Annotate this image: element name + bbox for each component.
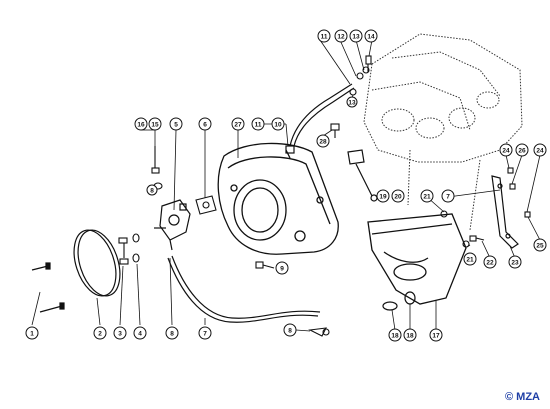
callout-10: 10 (271, 117, 285, 131)
callout-24: 24 (499, 143, 513, 157)
svg-text:11: 11 (255, 122, 262, 129)
top-fittings (349, 55, 372, 96)
callout-17: 17 (429, 328, 443, 342)
callout-14: 14 (364, 29, 378, 43)
callout-1: 1 (25, 326, 39, 340)
callout-8: 8 (165, 326, 179, 340)
svg-text:3: 3 (118, 331, 122, 338)
breather-hose (285, 83, 355, 154)
svg-text:21: 21 (466, 257, 474, 264)
screws-15-16 (151, 146, 163, 190)
svg-text:1: 1 (30, 331, 34, 338)
svg-text:12: 12 (337, 34, 345, 41)
svg-text:7: 7 (203, 331, 207, 338)
svg-text:8: 8 (170, 331, 174, 338)
cover-plate (73, 229, 121, 297)
svg-text:9: 9 (280, 266, 284, 273)
copyright-label: © MZA (505, 391, 540, 403)
callout-8: 8 (146, 184, 158, 196)
callout-13: 13 (346, 96, 358, 108)
small-fasteners-right (440, 167, 531, 248)
callout-4: 4 (133, 326, 147, 340)
svg-text:26: 26 (518, 148, 526, 155)
callout-11: 11 (317, 29, 331, 43)
svg-text:13: 13 (352, 34, 360, 41)
svg-text:22: 22 (486, 260, 494, 267)
side-cover (217, 142, 339, 255)
callout-18: 18 (403, 328, 417, 342)
svg-text:20: 20 (394, 194, 402, 201)
callout-27: 27 (231, 117, 245, 131)
callout-12: 12 (334, 29, 348, 43)
hose-clip (308, 327, 330, 337)
callout-20: 20 (391, 189, 405, 203)
svg-text:25: 25 (536, 243, 544, 250)
svg-text:24: 24 (536, 148, 544, 155)
dipstick (347, 149, 378, 202)
callout-16: 16 (134, 117, 148, 131)
callout-15: 15 (148, 117, 162, 131)
svg-text:11: 11 (321, 34, 328, 41)
oil-pump (154, 199, 191, 251)
callout-21: 21 (420, 189, 434, 203)
svg-text:28: 28 (319, 139, 327, 146)
svg-text:18: 18 (391, 333, 399, 340)
svg-text:2: 2 (98, 331, 102, 338)
callout-25: 25 (533, 238, 547, 252)
svg-text:21: 21 (423, 194, 431, 201)
svg-text:27: 27 (234, 122, 242, 129)
callout-19: 19 (376, 189, 390, 203)
callout-28: 28 (316, 134, 330, 148)
callout-markers: 1 2 3 4 5 6 7 8 8 8 9 10 11 11 12 13 13 … (25, 29, 547, 342)
svg-text:8: 8 (288, 328, 292, 335)
oil-hose (167, 255, 321, 323)
oil-tank (367, 213, 467, 305)
gasket (195, 195, 217, 215)
callout-7: 7 (441, 189, 455, 203)
svg-text:18: 18 (406, 333, 414, 340)
washers-and-screws (118, 233, 140, 265)
callout-9: 9 (275, 261, 289, 275)
svg-text:5: 5 (174, 122, 178, 129)
svg-text:6: 6 (203, 122, 207, 129)
callout-13: 13 (349, 29, 363, 43)
callout-11: 11 (251, 117, 265, 131)
callout-5: 5 (169, 117, 183, 131)
svg-text:24: 24 (502, 148, 510, 155)
svg-text:14: 14 (367, 34, 375, 41)
plug (330, 123, 340, 138)
callout-8: 8 (283, 323, 297, 337)
callout-2: 2 (93, 326, 107, 340)
svg-text:16: 16 (137, 122, 145, 129)
callout-22: 22 (483, 255, 497, 269)
callout-24: 24 (533, 143, 547, 157)
svg-text:19: 19 (379, 194, 387, 201)
bolts (31, 262, 65, 313)
svg-text:7: 7 (446, 194, 450, 201)
screw (255, 261, 275, 269)
callout-23: 23 (508, 255, 522, 269)
svg-text:17: 17 (432, 333, 440, 340)
svg-text:4: 4 (138, 331, 142, 338)
callout-3: 3 (113, 326, 127, 340)
leader-lines (31, 39, 541, 332)
callout-7: 7 (198, 326, 212, 340)
engine-block (363, 33, 523, 231)
svg-text:8: 8 (150, 188, 154, 195)
mounting-bracket (491, 175, 519, 249)
svg-text:15: 15 (151, 122, 159, 129)
svg-text:13: 13 (348, 100, 356, 107)
callout-26: 26 (515, 143, 529, 157)
svg-text:10: 10 (274, 122, 282, 129)
callout-6: 6 (198, 117, 212, 131)
callout-18: 18 (388, 328, 402, 342)
callout-21: 21 (463, 252, 477, 266)
svg-text:23: 23 (511, 260, 519, 267)
